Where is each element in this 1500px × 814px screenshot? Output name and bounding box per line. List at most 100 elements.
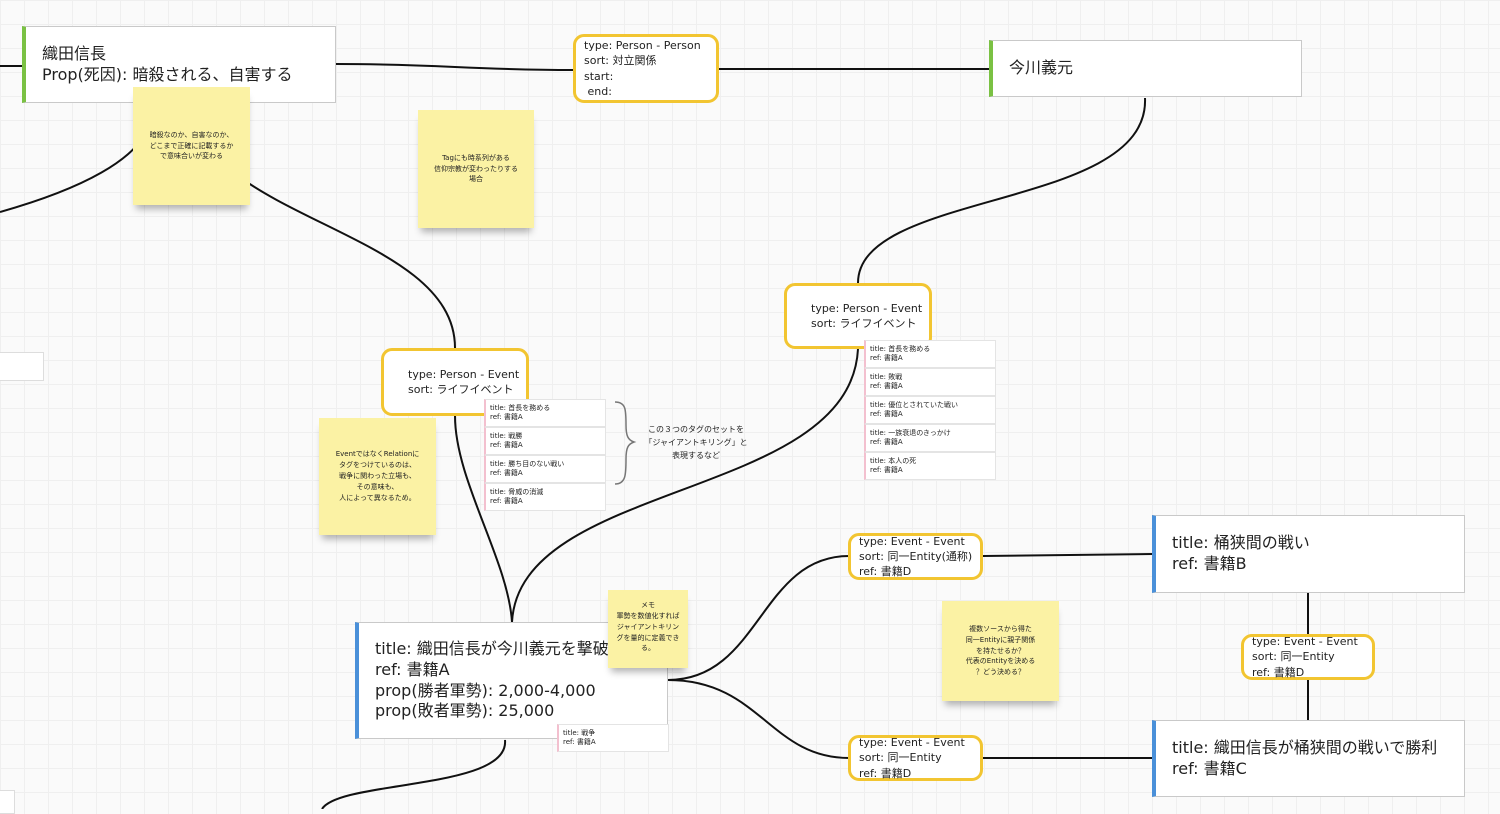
tag-ref: ref: 書籍A xyxy=(870,354,903,362)
node-line: title: 織田信長が桶狭間の戦いで勝利 xyxy=(1172,737,1438,757)
node-line: prop(勝者軍勢): 2,000-4,000 xyxy=(375,680,596,700)
node-line: title: 桶狭間の戦い xyxy=(1172,533,1310,553)
sticky-line: る。 xyxy=(641,644,655,653)
node-line: ref: 書籍C xyxy=(1172,758,1247,778)
node-line: Prop(死因): 暗殺される、自害する xyxy=(42,64,293,84)
relation-line: start: xyxy=(584,69,614,83)
tag-title: title: 優位とされていた戦い xyxy=(870,400,959,409)
offscreen-event-fragment xyxy=(0,790,15,814)
sticky-line: 代表のEntityを決める xyxy=(965,657,1036,666)
sticky-line: 場合 xyxy=(469,175,483,184)
sticky-line: 信仰宗教が変わったりする xyxy=(434,164,518,173)
tag-ref: ref: 書籍A xyxy=(490,469,523,477)
node-line: ref: 書籍A xyxy=(375,659,450,679)
edge-battle-ev-okehazama xyxy=(667,555,850,681)
tag-ref: ref: 書籍A xyxy=(870,382,903,390)
sticky-line: メモ xyxy=(641,601,655,609)
tag-group-brace xyxy=(614,401,637,485)
tag-title: title: 一族衰退のきっかけ xyxy=(870,428,951,437)
sticky-line: ジャイアントキリン xyxy=(616,622,680,631)
sticky-line: EventではなくRelationに xyxy=(335,450,420,459)
relation-line: end: xyxy=(584,84,612,98)
person-node-imagawa[interactable]: 今川義元 xyxy=(989,40,1302,97)
relation-line: sort: 同一Entity xyxy=(859,751,942,765)
relation-line: ref: 書籍D xyxy=(859,766,912,780)
sticky-note-assassination[interactable]: 暗殺なのか、自害なのか、 どこまで正確に記載するか で意味合いが変わる xyxy=(133,87,250,205)
tag-title: title: 戦争 xyxy=(563,728,596,737)
relation-rivalry[interactable]: type: Person - Person sort: 対立関係 start: … xyxy=(573,34,719,103)
edge-battle-ev-victory xyxy=(667,679,850,759)
sticky-line: 軍勢を数値化すれば xyxy=(616,611,680,620)
relation-line: type: Event - Event xyxy=(1252,635,1358,649)
sticky-line: 複数ソースから得た xyxy=(969,624,1032,633)
tag-ref: ref: 書籍A xyxy=(490,413,523,421)
edge-ev-okehazama-okehazama xyxy=(982,553,1154,557)
sticky-note-multi-source[interactable]: 複数ソースから得た 同一Entityに親子関係 を持たせるか？ 代表のEntit… xyxy=(942,601,1059,701)
edge-imagawa-imagawa-event xyxy=(857,97,1147,284)
event-node-victory[interactable]: title: 織田信長が桶狭間の戦いで勝利 ref: 書籍C xyxy=(1152,720,1465,797)
node-line: 織田信長 xyxy=(42,43,107,63)
relation-imagawa-event[interactable]: type: Person - Event sort: ライフイベント xyxy=(784,283,932,349)
relation-line: sort: 対立関係 xyxy=(584,54,657,68)
relation-line: type: Person - Event xyxy=(811,301,923,315)
brace-annotation: この３つのタグのセットを 「ジャイアントキリング」と 表現するなど xyxy=(636,424,756,462)
person-node-oda[interactable]: 織田信長 Prop(死因): 暗殺される、自害する xyxy=(22,26,336,103)
tag-title: title: 首長を務める xyxy=(870,344,931,353)
annotation-line: 表現するなど xyxy=(672,450,720,460)
sticky-note-memo[interactable]: メモ 軍勢を数値化すれば ジャイアントキリン グを量的に定義でき る。 xyxy=(608,590,688,668)
tag-ref: ref: 書籍A xyxy=(563,738,596,746)
tag-ref: ref: 書籍A xyxy=(490,441,523,449)
node-line: title: 織田信長が今川義元を撃破 xyxy=(375,638,609,658)
relation-okehazama-victory[interactable]: type: Event - Event sort: 同一Entity ref: … xyxy=(1241,634,1375,680)
tag-title: title: 敗戦 xyxy=(870,372,903,381)
relation-line: type: Person - Person xyxy=(584,39,701,53)
relation-line: ref: 書籍D xyxy=(1252,665,1305,679)
relation-line: sort: 同一Entity(通称) xyxy=(859,549,973,563)
tag-ref: ref: 書籍A xyxy=(870,466,903,474)
tag-title: title: 勝ち目のない戦い xyxy=(490,459,565,468)
edge-battle-offscreen-below xyxy=(321,739,507,809)
event-node-okehazama[interactable]: title: 桶狭間の戦い ref: 書籍B xyxy=(1152,515,1465,593)
tag-title: title: 脅威の消滅 xyxy=(490,487,544,496)
relation-event-victory[interactable]: type: Event - Event sort: 同一Entity ref: … xyxy=(848,735,983,781)
tag-title: title: 本人の死 xyxy=(870,456,917,465)
sticky-line: 同一Entityに親子関係 xyxy=(965,635,1036,644)
sticky-line: タグをつけているのは、 xyxy=(339,461,416,470)
sticky-line: Tagにも時系列がある xyxy=(442,153,510,162)
node-line: 今川義元 xyxy=(1009,58,1074,78)
edge-imagawa-event-battle xyxy=(511,348,859,623)
relation-line: sort: ライフイベント xyxy=(811,317,917,330)
sticky-line: ？どう決める？ xyxy=(976,668,1025,677)
sticky-note-event-relation[interactable]: EventではなくRelationに タグをつけているのは、 戦争に関わった立場… xyxy=(319,418,436,535)
node-line: prop(敗者軍勢): 25,000 xyxy=(375,701,555,721)
relation-line: ref: 書籍D xyxy=(859,565,912,579)
annotation-line: 「ジャイアントキリング」と xyxy=(644,437,748,447)
tag-title: title: 戦勝 xyxy=(490,431,523,440)
edge-oda-rivalry xyxy=(335,63,575,71)
sticky-line: を持たせるか？ xyxy=(976,646,1025,655)
tag-ref: ref: 書籍A xyxy=(870,438,903,446)
relation-line: sort: 同一Entity xyxy=(1252,650,1335,664)
tag-ref: ref: 書籍A xyxy=(490,497,523,505)
edge-oda-offscreen-lower xyxy=(0,102,154,213)
relation-event-okehazama[interactable]: type: Event - Event sort: 同一Entity(通称) r… xyxy=(848,533,983,580)
sticky-note-tag-timeseries[interactable]: Tagにも時系列がある 信仰宗教が変わったりする 場合 xyxy=(418,110,534,228)
relation-line: type: Event - Event xyxy=(859,736,965,750)
event-node-battle[interactable]: title: 織田信長が今川義元を撃破 ref: 書籍A prop(勝者軍勢):… xyxy=(355,622,668,739)
offscreen-node-fragment xyxy=(0,352,44,381)
edge-oda-event-battle xyxy=(454,415,513,623)
sticky-line: どこまで正確に記載するか xyxy=(149,141,234,150)
